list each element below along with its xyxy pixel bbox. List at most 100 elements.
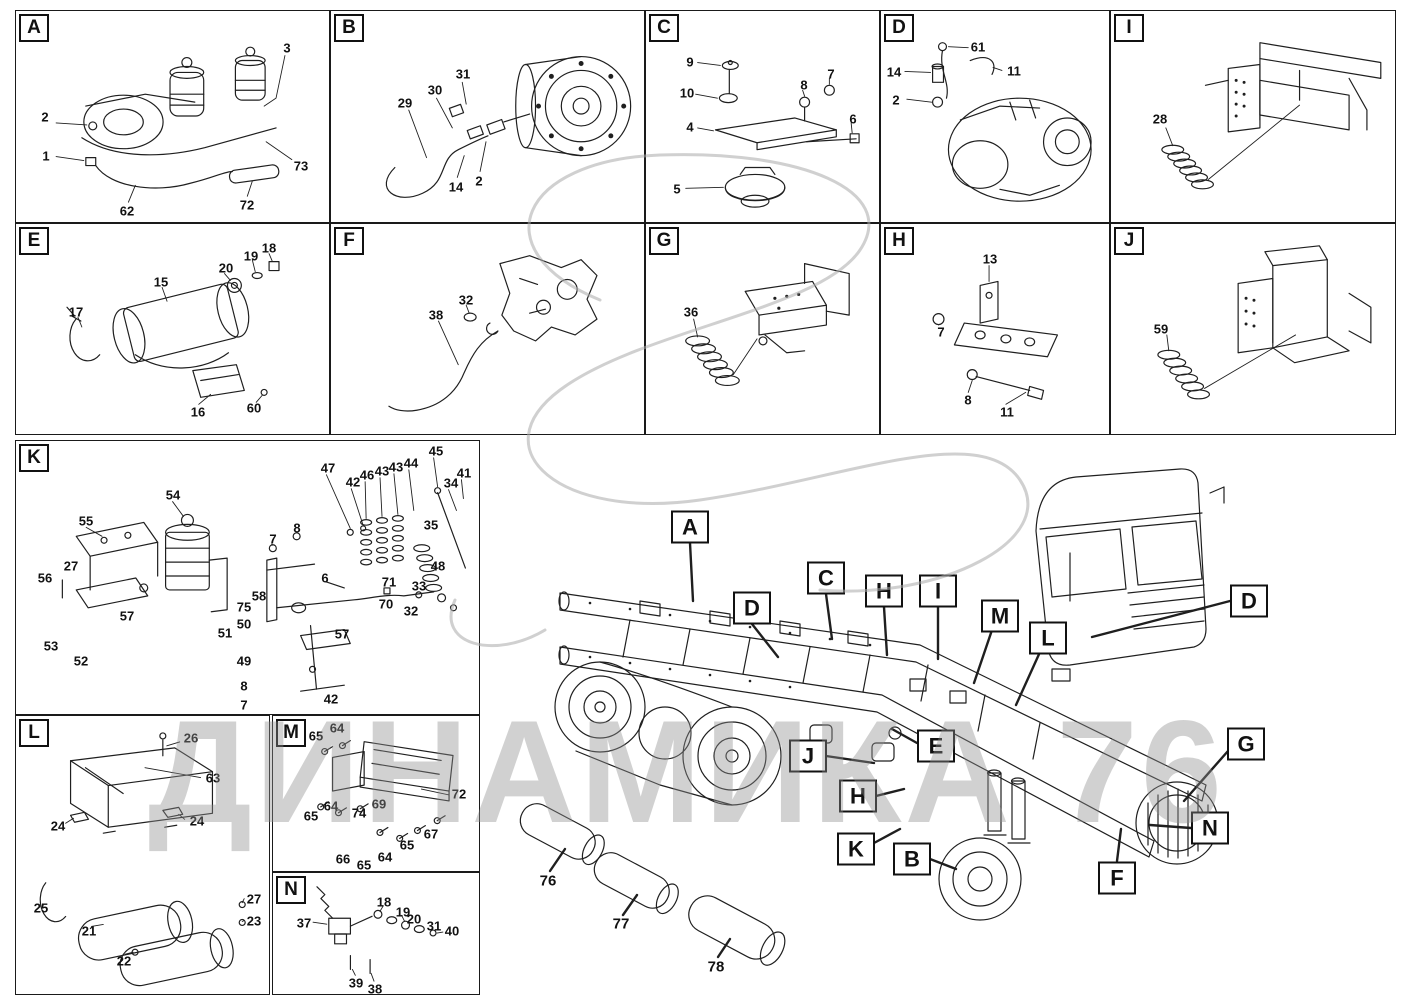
panel-letter-b: B [334, 14, 364, 42]
part-number-callout: 11 [1000, 404, 1014, 420]
part-number-callout: 2 [41, 109, 49, 125]
assembly-section-callout-i: I [919, 574, 957, 608]
part-number-callout: 41 [456, 465, 472, 481]
panel-j-callouts: 59 [1111, 224, 1395, 434]
part-number-callout: 43 [388, 459, 404, 475]
part-number-callout: 57 [334, 626, 350, 642]
valve-fittings-drawing [312, 886, 444, 982]
part-number-callout: 17 [68, 304, 84, 320]
mounting-plate-drawing [317, 740, 454, 842]
part-number-callout: 64 [323, 798, 339, 814]
part-number-callout: 57 [119, 608, 135, 624]
part-number-callout: 20 [406, 911, 422, 927]
assembly-part-number: 76 [539, 872, 557, 890]
part-number-callout: 15 [153, 274, 169, 290]
part-number-callout: 65 [399, 837, 415, 853]
part-number-callout: 8 [800, 77, 808, 93]
assembly-section-callout-n: N [1191, 811, 1229, 845]
part-number-callout: 28 [1152, 111, 1168, 127]
part-number-callout: 23 [246, 913, 262, 929]
part-number-callout: 20 [218, 260, 234, 276]
part-number-callout: 70 [378, 596, 394, 612]
panel-letter-m: M [276, 719, 306, 747]
part-number-callout: 7 [937, 324, 945, 340]
assembly-section-callout-d: D [733, 591, 771, 625]
part-number-callout: 65 [308, 728, 324, 744]
assembly-section-callout-e: E [917, 729, 955, 763]
part-number-callout: 63 [205, 770, 221, 786]
part-number-callout: 66 [335, 851, 351, 867]
assembly-section-callout-b: B [893, 842, 931, 876]
part-number-callout: 64 [329, 720, 345, 736]
panel-letter-l: L [19, 719, 49, 747]
part-number-callout: 67 [423, 826, 439, 842]
part-number-callout: 4 [686, 119, 694, 135]
assembly-part-number: 78 [707, 958, 725, 976]
part-number-callout: 45 [428, 443, 444, 459]
rear-frame-spring-drawing [1161, 42, 1382, 190]
assembly-section-callout-h: H [865, 574, 903, 608]
panel-letter-e: E [19, 227, 49, 255]
air-tank-drawing [66, 253, 280, 405]
part-number-callout: 22 [116, 953, 132, 969]
part-number-callout: 18 [376, 894, 392, 910]
part-number-callout: 38 [428, 307, 444, 323]
part-number-callout: 39 [348, 975, 364, 991]
assembly-section-callout-f: F [1098, 861, 1136, 895]
part-number-callout: 48 [430, 558, 446, 574]
part-number-callout: 65 [303, 808, 319, 824]
assembly-section-callout-d: D [1230, 584, 1268, 618]
part-number-callout: 24 [50, 818, 66, 834]
part-number-callout: 74 [351, 805, 367, 821]
part-number-callout: 7 [269, 531, 277, 547]
part-number-callout: 13 [982, 251, 998, 267]
part-number-callout: 51 [217, 625, 233, 641]
part-number-callout: 50 [236, 616, 252, 632]
part-number-callout: 31 [455, 66, 471, 82]
panel-letter-j: J [1114, 227, 1144, 255]
part-number-callout: 8 [293, 520, 301, 536]
assembly-section-callout-a: A [671, 510, 709, 544]
part-number-callout: 69 [371, 796, 387, 812]
assembly-section-callout-j: J [789, 739, 827, 773]
assembly-section-callout-g: G [1227, 727, 1265, 761]
part-number-callout: 42 [323, 691, 339, 707]
chassis-assembly-drawing [519, 468, 1232, 966]
panel-letter-i: I [1114, 14, 1144, 42]
part-number-callout: 32 [403, 603, 419, 619]
part-number-callout: 44 [403, 455, 419, 471]
part-number-callout: 19 [243, 248, 259, 264]
part-number-callout: 65 [356, 857, 372, 873]
part-number-callout: 21 [81, 923, 97, 939]
part-number-callout: 27 [63, 558, 79, 574]
part-number-callout: 58 [251, 588, 267, 604]
part-number-callout: 7 [827, 66, 835, 82]
panel-k: K [15, 440, 480, 715]
part-number-callout: 16 [190, 404, 206, 420]
battery-box-tanks-drawing [39, 732, 246, 987]
part-number-callout: 56 [37, 570, 53, 586]
part-number-callout: 49 [236, 653, 252, 669]
part-number-callout: 9 [686, 54, 694, 70]
part-number-callout: 2 [892, 92, 900, 108]
front-axle-airspring-drawing [55, 46, 293, 203]
part-number-callout: 32 [458, 292, 474, 308]
panel-letter-a: A [19, 14, 49, 42]
part-number-callout: 19 [395, 904, 411, 920]
